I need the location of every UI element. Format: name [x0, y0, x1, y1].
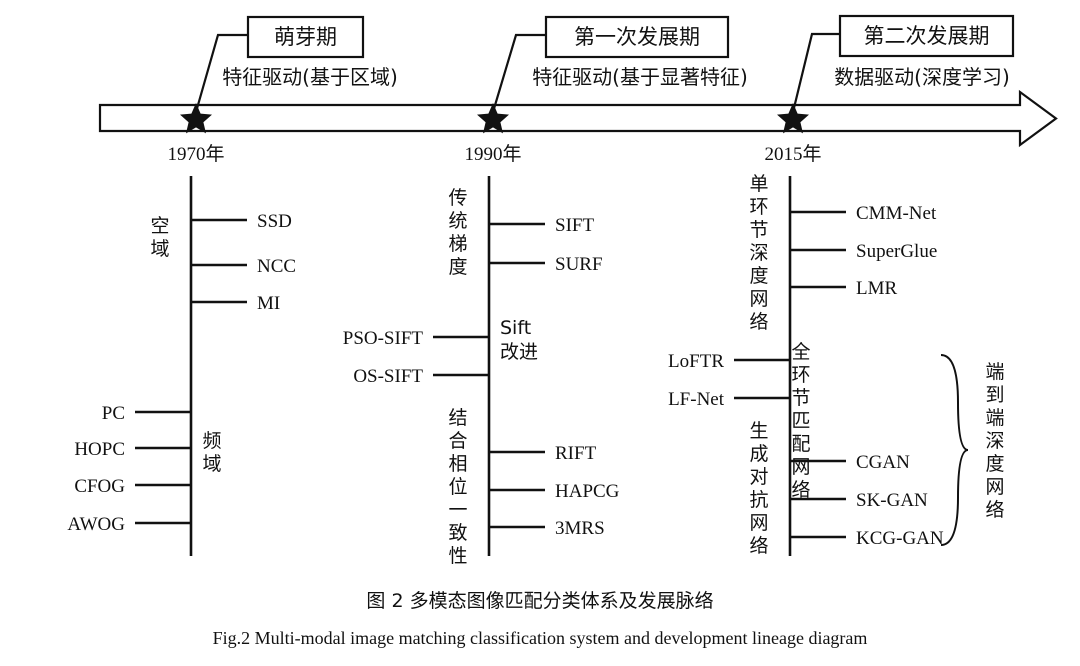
leaf-label: CGAN	[856, 452, 910, 473]
tree-era-1970: SSD NCC MI 空域 PC HOPC CFOG AWOG 频域	[67, 176, 296, 556]
group-label: 频域	[202, 430, 221, 475]
leaf-label: SK-GAN	[856, 490, 928, 511]
leaf-label: SURF	[555, 254, 603, 275]
milestone-year-1970: 1970年	[167, 143, 224, 165]
tree-group: LoFTR LF-Net 全环节匹配网络	[668, 341, 810, 501]
milestone-year-2015: 2015年	[764, 143, 821, 165]
milestone-box-1990[interactable]	[544, 15, 730, 59]
leaf-label: PSO-SIFT	[343, 328, 424, 349]
milestone-star-1990	[477, 103, 509, 134]
group-label: 全环节匹配网络	[791, 341, 810, 501]
milestone-box-2015[interactable]	[838, 14, 1015, 58]
brace-label: 端到端深度网络	[985, 361, 1004, 521]
group-label: 传统梯度	[448, 187, 467, 278]
leader-line-1990	[491, 33, 546, 113]
group-label: 结合相位一致性	[448, 407, 467, 567]
tree-group: RIFT HAPCG 3MRS 结合相位一致性	[448, 407, 619, 567]
leaf-label: LMR	[856, 278, 898, 299]
milestone-1970[interactable]: 萌芽期 特征驱动(基于区域) 1970年	[167, 15, 398, 165]
figure-caption-cn: 图 2 多模态图像匹配分类体系及发展脉络	[366, 590, 714, 612]
milestone-box-label-2015: 第二次发展期	[864, 24, 990, 48]
leader-line-1970	[194, 33, 248, 113]
tree-group: CGAN SK-GAN KCG-GAN 生成对抗网络	[749, 420, 943, 557]
milestone-2015[interactable]: 第二次发展期 数据驱动(深度学习) 2015年	[764, 14, 1015, 165]
leaf-label: HOPC	[74, 439, 125, 460]
classification-trees: SSD NCC MI 空域 PC HOPC CFOG AWOG 频域 SIFT SURF 传统梯度 PS…	[67, 173, 1004, 567]
leaf-label: SuperGlue	[856, 241, 937, 262]
tree-group: SSD NCC MI 空域	[150, 211, 296, 314]
leaf-label: LoFTR	[668, 351, 724, 372]
timeline-arrow	[98, 89, 1058, 148]
leader-line-2015	[791, 32, 840, 113]
leaf-label: HAPCG	[555, 481, 620, 502]
leaf-label: SSD	[257, 211, 292, 232]
milestone-year-1990: 1990年	[464, 143, 521, 165]
leaf-label: OS-SIFT	[353, 366, 423, 387]
leaf-label: MI	[257, 293, 280, 314]
milestone-box-label-1990: 第一次发展期	[574, 25, 700, 49]
leaf-label: RIFT	[555, 443, 597, 464]
leaf-label: KCG-GAN	[856, 528, 944, 549]
tree-group: PC HOPC CFOG AWOG 频域	[67, 403, 221, 535]
milestone-box-label-1970: 萌芽期	[274, 25, 337, 49]
milestone-1990[interactable]: 第一次发展期 特征驱动(基于显著特征) 1990年	[464, 15, 748, 165]
end-to-end-brace	[940, 354, 969, 546]
group-label: 空域	[150, 215, 169, 260]
leaf-label: NCC	[257, 256, 296, 277]
figure-caption-en-wrap: Fig.2 Multi-modal image matching classif…	[0, 628, 1080, 649]
leaf-label: CMM-Net	[856, 203, 937, 224]
milestone-star-2015	[777, 103, 809, 134]
leaf-label: LF-Net	[668, 389, 725, 410]
figure-caption-en: Fig.2 Multi-modal image matching classif…	[212, 628, 868, 648]
milestone-star-1970	[180, 103, 212, 134]
milestone-phase-label-2015: 数据驱动(深度学习)	[834, 65, 1010, 89]
leaf-label: CFOG	[74, 476, 125, 497]
leaf-label: SIFT	[555, 215, 594, 236]
milestone-box-1970[interactable]	[246, 15, 365, 59]
leaf-label: 3MRS	[555, 518, 605, 539]
milestone-phase-label-1970: 特征驱动(基于区域)	[222, 65, 398, 89]
tree-group: SIFT SURF 传统梯度	[448, 187, 602, 278]
figure-caption-cn-wrap: 图 2 多模态图像匹配分类体系及发展脉络	[0, 586, 1080, 613]
leaf-label: AWOG	[67, 514, 125, 535]
leaf-label: PC	[102, 403, 125, 424]
milestone-phase-label-1990: 特征驱动(基于显著特征)	[532, 65, 748, 89]
group-label: 单环节深度网络	[749, 173, 768, 333]
group-label: 生成对抗网络	[749, 420, 768, 557]
